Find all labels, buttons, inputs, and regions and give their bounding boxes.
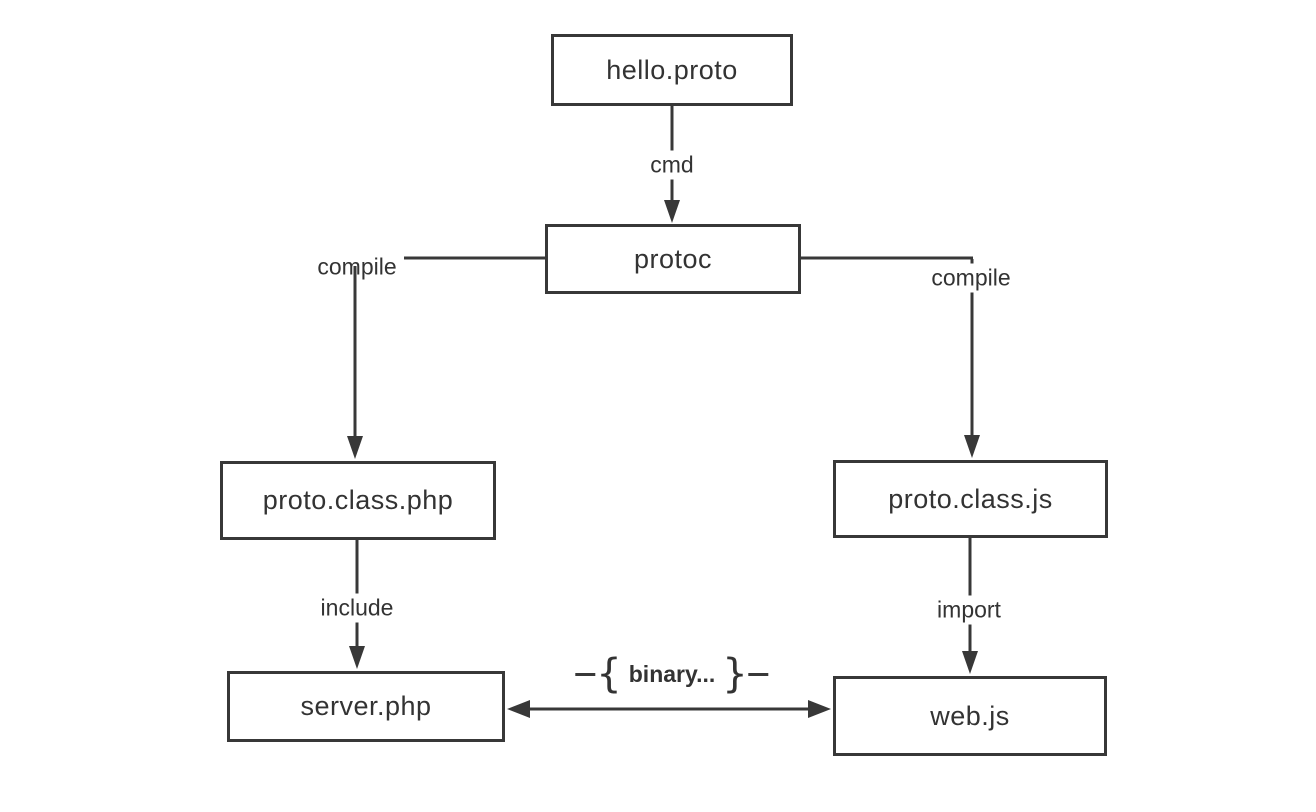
edge-label-import: import — [932, 595, 1006, 625]
edge-label-include: include — [315, 593, 399, 623]
node-hello-proto: hello.proto — [551, 34, 793, 106]
node-proto-class-js: proto.class.js — [833, 460, 1108, 538]
edge-binary-left-arrowhead — [507, 700, 530, 718]
edge-label-binary: { binary... } — [575, 651, 769, 697]
edge-compile-right-arrowhead — [964, 435, 980, 458]
open-brace: { — [596, 651, 622, 697]
node-protoc: protoc — [545, 224, 801, 294]
edge-label-cmd: cmd — [645, 150, 699, 180]
brace-dash-right-icon — [748, 672, 769, 676]
edge-label-compile-right: compile — [926, 263, 1016, 293]
node-proto-class-php: proto.class.php — [220, 461, 496, 540]
node-server-php: server.php — [227, 671, 505, 742]
edge-compile-left-arrowhead — [347, 436, 363, 459]
brace-dash-left-icon — [575, 672, 596, 676]
close-brace: } — [722, 651, 748, 697]
node-web-js: web.js — [833, 676, 1107, 756]
edge-import-arrowhead — [962, 651, 978, 674]
binary-label-text: binary... — [628, 660, 716, 687]
edge-cmd-arrowhead — [664, 200, 680, 223]
edge-include-arrowhead — [349, 646, 365, 669]
edge-binary-right-arrowhead — [808, 700, 831, 718]
edge-label-compile-left: compile — [317, 253, 397, 280]
